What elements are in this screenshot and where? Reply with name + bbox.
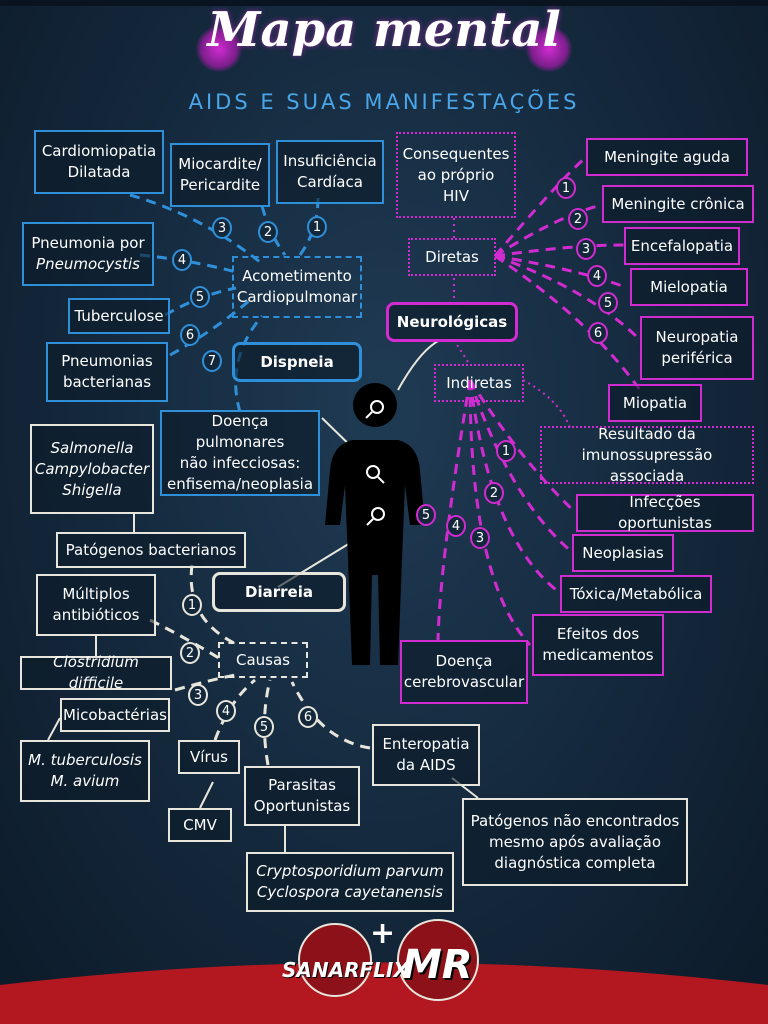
neoplasias-box: Neoplasias <box>572 534 674 572</box>
patogenos-nao-box: Patógenos não encontrados mesmo após ava… <box>462 798 688 886</box>
diretas-box: Diretas <box>408 238 496 276</box>
sanarflix-logo: SANARFLIX <box>282 958 409 982</box>
cardio-number-1: 1 <box>307 216 327 238</box>
insuficiencia-box: Insuficiência Cardíaca <box>276 140 384 204</box>
magnifier-icon <box>365 400 385 526</box>
cardio-number-4: 4 <box>172 249 192 271</box>
top-bar <box>0 0 768 6</box>
cardio-number-3: 3 <box>212 217 232 239</box>
indiretas-number-3: 3 <box>470 527 490 549</box>
neuropatia-box: Neuropatia periférica <box>640 316 754 380</box>
diretas-number-6: 6 <box>588 322 608 344</box>
cardiomiopatia-box: Cardiomiopatia Dilatada <box>34 130 164 194</box>
diretas-number-4: 4 <box>587 265 607 287</box>
doenca-cerebrovascular-box: Doença cerebrovascular <box>400 640 528 704</box>
diretas-number-5: 5 <box>598 292 618 314</box>
enteropatia-box: Enteropatia da AIDS <box>372 724 480 786</box>
salmonella-box: Salmonella Campylobacter Shigella <box>30 424 154 514</box>
diretas-number-1: 1 <box>556 177 576 199</box>
diarreia-number-1: 1 <box>182 594 202 616</box>
diretas-number-3: 3 <box>576 238 596 260</box>
indiretas-number-2: 2 <box>484 482 504 504</box>
virus-icon <box>526 26 572 72</box>
pneumonias-bacterianas-box: Pneumonias bacterianas <box>46 342 168 402</box>
toxica-metabolica-box: Tóxica/Metabólica <box>560 575 712 613</box>
cardio-number-7: 7 <box>202 350 222 372</box>
miocardite-box: Miocardite/ Pericardite <box>170 143 270 207</box>
patogenos-bacterianos-box: Patógenos bacterianos <box>56 532 246 568</box>
cardio-number-5: 5 <box>190 286 210 308</box>
plus-icon: + <box>370 916 396 951</box>
indiretas-number-1: 1 <box>496 440 516 462</box>
diarreia-number-3: 3 <box>188 684 208 706</box>
clostridium-box: Clostridium difficile <box>20 653 172 692</box>
meningite-cronica-box: Meningite crônica <box>602 185 754 223</box>
infeccoes-box: Infecções oportunistas <box>576 493 754 532</box>
page-title: Mapa mental <box>207 2 561 58</box>
diretas-number-2: 2 <box>568 208 588 230</box>
micobacterias-box: Micobactérias <box>60 698 170 732</box>
efeitos-medicamentos-box: Efeitos dos medicamentos <box>532 614 664 676</box>
diarreia-hub: Diarreia <box>212 572 346 612</box>
diarreia-number-4: 4 <box>216 700 236 722</box>
mielopatia-box: Mielopatia <box>630 268 748 306</box>
doenca-pulmonar-box: Doença pulmonares não infecciosas: enfis… <box>160 410 320 496</box>
diarreia-number-2: 2 <box>180 642 200 664</box>
encefalopatia-box: Encefalopatia <box>624 227 740 265</box>
indiretas-box: Indiretas <box>434 364 524 402</box>
causas-box: Causas <box>218 642 308 678</box>
person-figure-icon <box>325 383 425 665</box>
cmv-box: CMV <box>168 808 232 842</box>
virus-icon <box>196 26 242 72</box>
multiplos-antibioticos-box: Múltiplos antibióticos <box>36 574 156 636</box>
indiretas-number-5: 5 <box>416 504 436 526</box>
meningite-aguda-box: Meningite aguda <box>586 138 748 176</box>
tuberculose-box: Tuberculose <box>68 298 170 334</box>
dispneia-hub: Dispneia <box>232 342 362 382</box>
virus-box: Vírus <box>178 740 240 774</box>
indiretas-number-4: 4 <box>446 515 466 537</box>
diarreia-number-6: 6 <box>298 706 318 728</box>
cardiopulmonar-box: Acometimento Cardiopulmonar <box>232 256 362 318</box>
mr-logo: MR <box>402 942 473 988</box>
mtb-box: M. tuberculosis M. avium <box>20 740 150 802</box>
crypto-box: Cryptosporidium parvum Cyclospora cayeta… <box>246 852 454 912</box>
page-subtitle: AIDS E SUAS MANIFESTAÇÕES <box>188 90 580 114</box>
parasitas-box: Parasitas Oportunistas <box>244 766 360 826</box>
diarreia-number-5: 5 <box>254 716 274 738</box>
neurologicas-hub: Neurológicas <box>386 302 518 342</box>
miopatia-box: Miopatia <box>608 384 702 422</box>
cardio-number-2: 2 <box>258 221 278 243</box>
cardio-number-6: 6 <box>180 324 200 346</box>
resultado-box: Resultado da imunossupressão associada <box>540 425 754 485</box>
consequentes-box: Consequentes ao próprio HIV <box>396 132 516 218</box>
